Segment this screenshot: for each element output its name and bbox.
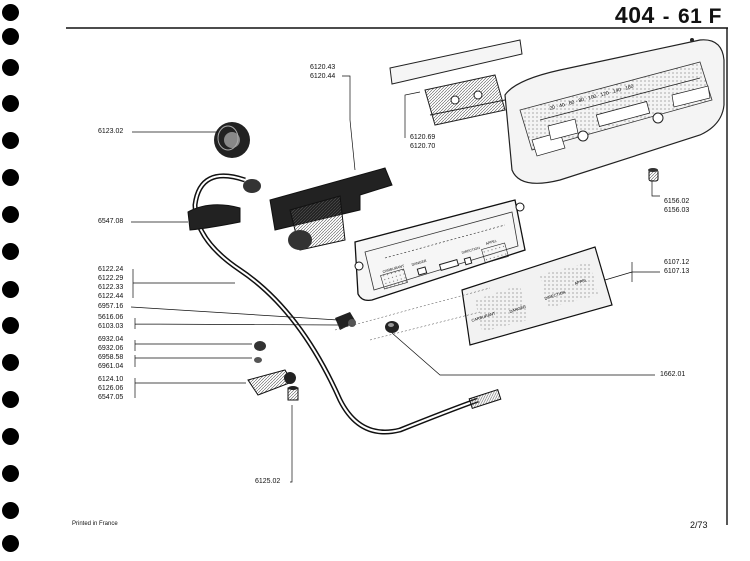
binder-hole xyxy=(2,465,19,482)
reference-line xyxy=(334,287,491,331)
label-6122-29: 6122.29 xyxy=(98,275,124,282)
label-6932-06: 6932.06 xyxy=(98,345,124,352)
binder-hole xyxy=(2,281,19,298)
speedometer-cable xyxy=(192,173,502,435)
bulb-part-1662-01 xyxy=(385,321,399,333)
label-6120-44: 6120.44 xyxy=(310,73,336,80)
label-6156-03: 6156.03 xyxy=(664,207,690,214)
label-6961-04: 6961.04 xyxy=(98,363,124,370)
dial-label-direction: DIRECTION xyxy=(461,246,481,255)
clamp-part-6124 xyxy=(247,369,296,396)
dashboard-housing xyxy=(504,38,725,184)
dial-label-appel: APPEL xyxy=(485,239,497,246)
label-6124-10: 6124.10 xyxy=(98,376,124,383)
binder-hole xyxy=(2,502,19,519)
label-6120-69: 6120.69 xyxy=(410,134,436,141)
label-6957-16: 6957.16 xyxy=(98,303,124,310)
label-6126-06: 6126.06 xyxy=(98,385,124,392)
label-6156-02: 6156.02 xyxy=(664,198,690,205)
model-number: 404 xyxy=(614,2,655,28)
bracket-part-6120-43 xyxy=(269,167,393,251)
nut-part-6932 xyxy=(254,341,266,363)
binder-hole xyxy=(2,428,19,445)
label-6958-58: 6958.58 xyxy=(98,354,124,361)
binder-hole xyxy=(2,95,19,112)
binder-hole xyxy=(2,169,19,186)
label-6123-02: 6123.02 xyxy=(98,128,124,135)
binder-hole xyxy=(2,317,19,334)
leader-lines xyxy=(130,75,660,483)
binder-hole xyxy=(2,243,19,260)
label-6547-08: 6547.08 xyxy=(98,218,124,225)
binder-hole xyxy=(2,4,19,21)
label-6932-04: 6932.04 xyxy=(98,336,124,343)
label-6547-05: 6547.05 xyxy=(98,394,124,401)
label-6122-24: 6122.24 xyxy=(98,266,124,273)
binder-hole xyxy=(2,132,19,149)
binder-hole xyxy=(2,206,19,223)
binder-holes xyxy=(0,0,40,561)
label-1662-01: 1662.01 xyxy=(660,371,686,378)
printed-circuit-part-6120-69 xyxy=(389,39,523,126)
bulb-holder-part-6957-16 xyxy=(335,312,356,330)
label-6122-44: 6122.44 xyxy=(98,293,124,300)
label-6103-03: 6103.03 xyxy=(98,323,124,330)
glass-label-appel: APPEL xyxy=(574,277,589,286)
label-5616-06: 5616.06 xyxy=(98,314,124,321)
printed-in-france: Printed in France xyxy=(72,521,118,527)
cap-part-6156 xyxy=(648,168,659,182)
label-6122-33: 6122.33 xyxy=(98,284,124,291)
label-6120-70: 6120.70 xyxy=(410,143,436,150)
dial-label-carburant: CARBURANT xyxy=(382,264,405,274)
screw-part-6125-02 xyxy=(287,386,299,401)
binder-hole xyxy=(2,535,19,552)
page-title: 404-61 F xyxy=(615,2,722,29)
dial-glass-part-6107 xyxy=(461,246,613,346)
label-6120-43: 6120.43 xyxy=(310,64,336,71)
reference-line xyxy=(369,311,481,341)
binder-hole xyxy=(2,59,19,76)
title-separator: - xyxy=(662,6,670,28)
dial-label-danger: DANGER xyxy=(411,259,427,267)
label-6107-12: 6107.12 xyxy=(664,259,690,266)
socket-part-6123-02 xyxy=(214,122,250,158)
instrument-cluster xyxy=(354,199,526,302)
glass-label-danger: DANGER xyxy=(509,304,527,314)
label-6125-02: 6125.02 xyxy=(255,478,281,485)
label-6107-13: 6107.13 xyxy=(664,268,690,275)
binder-hole xyxy=(2,354,19,371)
glass-label-direction: DIRECTION xyxy=(544,289,567,301)
clip-part-6547-08 xyxy=(187,204,241,231)
plate-number: 61 F xyxy=(677,5,722,28)
binder-hole xyxy=(2,28,19,45)
binder-hole xyxy=(2,391,19,408)
page-number: 2/73 xyxy=(690,520,708,530)
